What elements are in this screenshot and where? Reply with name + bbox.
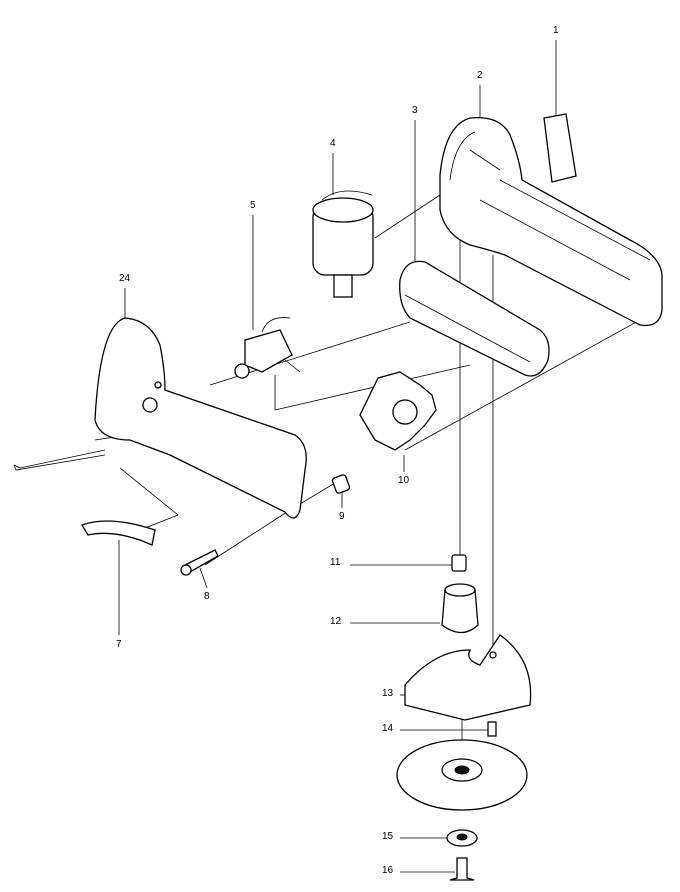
part-label-4: 4 xyxy=(330,138,336,149)
part-label-9: 9 xyxy=(339,511,345,522)
part-label-14: 14 xyxy=(382,723,394,734)
part-label-16: 16 xyxy=(382,865,394,876)
part-5-switch xyxy=(244,329,293,373)
part-label-1: 1 xyxy=(553,25,559,36)
part-14-screw xyxy=(487,721,497,737)
part-label-11: 11 xyxy=(330,557,341,568)
part-7-hook xyxy=(81,520,156,546)
part-label-8: 8 xyxy=(204,591,210,602)
part-label-12: 12 xyxy=(330,616,342,627)
part-label-3: 3 xyxy=(412,105,418,116)
part-label-13: 13 xyxy=(382,688,394,699)
part-24-housing xyxy=(94,317,307,519)
hex-key xyxy=(13,449,106,471)
part-label-2: 2 xyxy=(477,70,483,81)
part-label-15: 15 xyxy=(382,831,394,842)
part-12-spindle xyxy=(441,589,479,634)
part-1-label-plate xyxy=(543,113,577,183)
part-label-5: 5 xyxy=(250,200,256,211)
part-2-housing xyxy=(439,116,663,327)
part-11-nut xyxy=(451,554,467,572)
part-label-7: 7 xyxy=(116,639,122,650)
part-13-guard xyxy=(404,634,532,721)
part-9-sleeve xyxy=(331,474,351,494)
part-label-24: 24 xyxy=(119,273,131,284)
part-3-tube xyxy=(399,260,550,377)
part-label-10: 10 xyxy=(398,475,410,486)
part-16-screw xyxy=(449,857,475,881)
